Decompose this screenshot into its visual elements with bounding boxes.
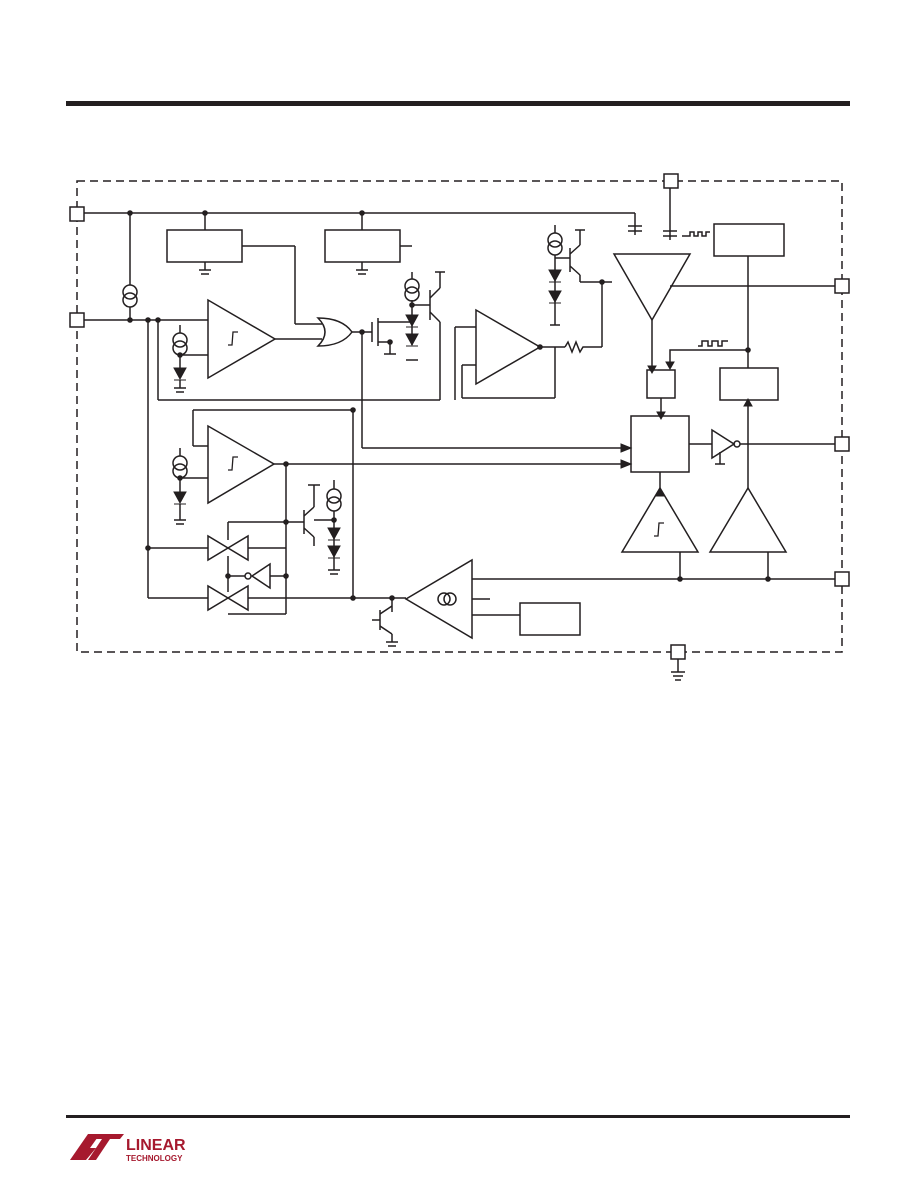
reference-box-1: [166, 229, 243, 263]
buffer-amplifier: [475, 308, 542, 386]
latch-box: [646, 369, 676, 399]
output-inverter: [711, 428, 736, 460]
pin-right-2: [834, 436, 850, 452]
footer-rule: [66, 1115, 850, 1118]
reference-box-2: [324, 229, 401, 263]
schmitt-comparator-1: [207, 298, 277, 380]
pin-top: [663, 173, 679, 189]
or-gate: [316, 317, 353, 347]
pin-left-upper: [69, 206, 85, 222]
schmitt-symbol: [228, 331, 238, 346]
pin-right-1: [834, 278, 850, 294]
control-box: [630, 415, 690, 473]
bias-box: [519, 602, 581, 636]
error-amplifier: [708, 486, 788, 553]
output-comparator: [612, 253, 692, 322]
schmitt-comparator-2: [207, 424, 276, 505]
chip-boundary: [76, 180, 843, 653]
timer-box: [713, 223, 785, 257]
pin-right-3: [834, 571, 850, 587]
linear-technology-logo: LINEAR TECHNOLOGY: [70, 1134, 186, 1163]
transconductance-amplifier: [404, 558, 473, 640]
logo-word-linear: LINEAR: [126, 1137, 186, 1154]
schmitt-symbol: [228, 456, 238, 471]
pin-left-lower: [69, 312, 85, 328]
logo-word-technology: TECHNOLOGY: [126, 1154, 183, 1163]
schmitt-symbol: [654, 522, 664, 537]
pulse-box: [719, 367, 779, 401]
schmitt-comparator-3: [620, 486, 700, 553]
pin-bottom-ground: [670, 644, 686, 660]
lt-mark-icon: [70, 1134, 100, 1160]
header-rule: [66, 101, 850, 106]
